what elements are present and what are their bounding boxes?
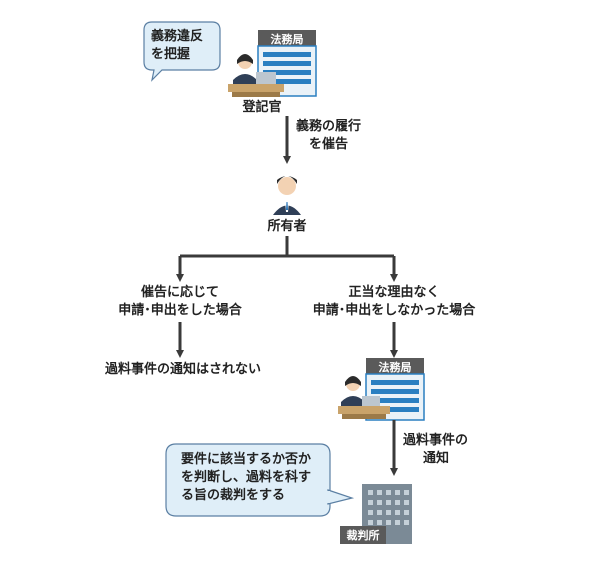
office-building-icon: 法務局: [257, 30, 317, 97]
bubble-top-text: 義務違反 を把握: [151, 28, 203, 64]
building-sign-text-2: 法務局: [379, 360, 412, 374]
step-notice-line1: 義務の履行: [296, 119, 362, 134]
court-speech-bubble-icon: [165, 443, 355, 517]
court-bubble-line3: る旨の裁判をする: [181, 488, 286, 503]
bubble-top-line1: 義務違反: [151, 29, 204, 44]
court-sign-text: 裁判所: [347, 528, 380, 542]
person-in-suit-icon: [273, 176, 301, 215]
court-bubble-line2: を判断し、過料を科す: [181, 470, 312, 485]
bubble-top-line2: を把握: [151, 47, 191, 62]
right-branch-label: 正当な理由なく 申請･申出をしなかった場合: [303, 284, 485, 320]
officer-at-desk-icon: [228, 54, 284, 97]
registrar-label: 登記官: [242, 100, 282, 115]
left-result-label: 過料事件の通知はされない: [105, 362, 262, 377]
court-bubble-line1: 要件に該当するか否か: [181, 452, 312, 467]
speech-bubble-icon: [143, 21, 221, 82]
step-notice-label: 義務の履行 を催告: [296, 118, 361, 154]
left-branch-line1: 催告に応じて: [140, 285, 219, 300]
step-fine-notice-label: 過料事件の 通知: [403, 432, 468, 468]
step-fine-notice-line2: 通知: [423, 451, 450, 466]
left-branch-line2: 申請･申出をした場合: [118, 303, 242, 318]
building-sign-text: 法務局: [271, 32, 304, 46]
step-notice-line2: を催告: [309, 137, 349, 152]
step-fine-notice-line1: 過料事件の: [403, 433, 469, 448]
officer-at-desk-icon-2: [338, 376, 390, 419]
right-branch-line2: 申請･申出をしなかった場合: [312, 303, 476, 318]
branch-connector: [180, 236, 394, 258]
court-bubble-text: 要件に該当するか否か を判断し、過料を科す る旨の裁判をする: [181, 451, 311, 505]
courthouse-building-icon: 裁判所: [340, 484, 412, 544]
left-branch-label: 催告に応じて 申請･申出をした場合: [100, 284, 260, 320]
right-branch-line1: 正当な理由なく: [348, 285, 440, 300]
owner-label: 所有者: [267, 219, 307, 234]
